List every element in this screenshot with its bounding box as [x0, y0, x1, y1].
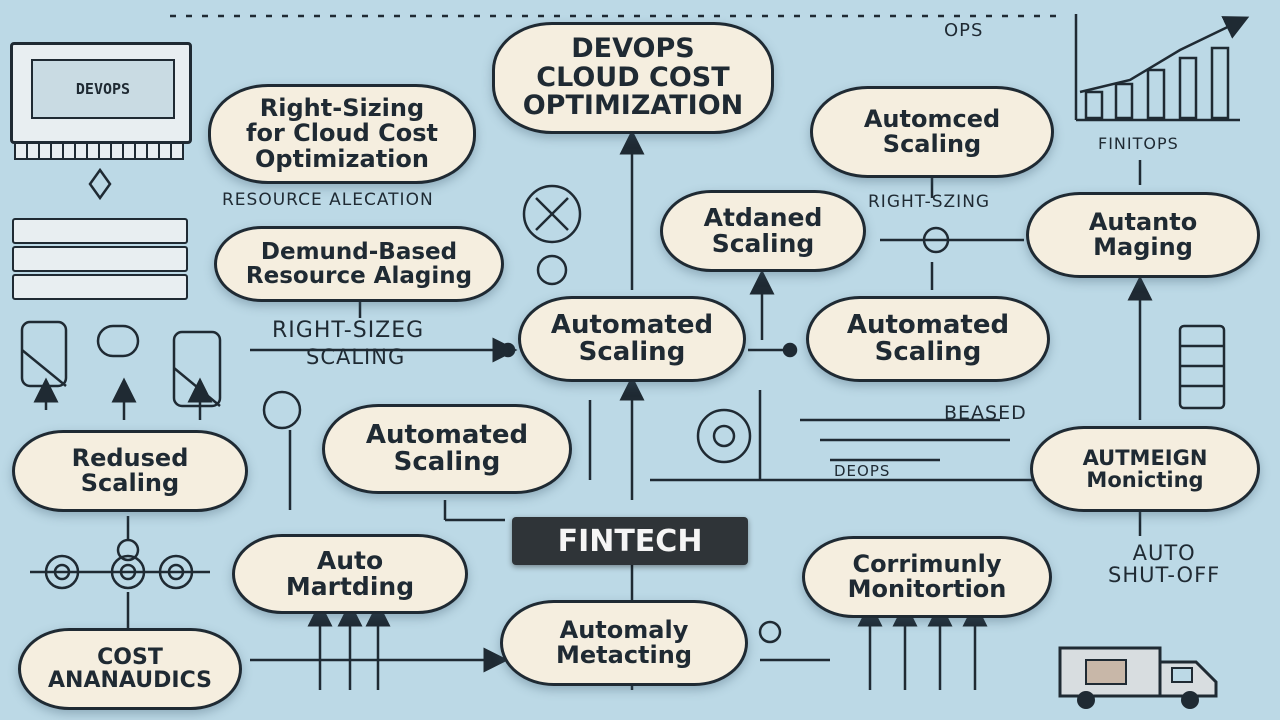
keyboard-icon — [14, 142, 184, 160]
monitor-screen-text: DEVOPS — [31, 59, 175, 119]
fintech-badge: FINTECH — [512, 517, 748, 565]
node-demand-based: Demund-Based Resource Alaging — [214, 226, 504, 302]
server-rack-icon — [12, 246, 188, 272]
node-autmeign-monicting: AUTMEIGN Monicting — [1030, 426, 1260, 512]
node-redused-scaling: Redused Scaling — [12, 430, 248, 512]
node-automaly-metacting: Automaly Metacting — [500, 600, 748, 686]
label-finitops: FINITOPS — [1098, 134, 1179, 153]
computer-monitor-icon: DEVOPS — [10, 42, 192, 144]
node-right-sizing: Right-Sizing for Cloud Cost Optimization — [208, 84, 476, 184]
server-rack-icon — [12, 274, 188, 300]
node-auto-marting: Auto Martding — [232, 534, 468, 614]
label-auto-shut-off: AUTO SHUT-OFF — [1108, 541, 1221, 588]
node-corrimunly-monitortion: Corrimunly Monitortion — [802, 536, 1052, 618]
label-deops: DEOPS — [834, 462, 891, 480]
node-autanto-maging: Autanto Maging — [1026, 192, 1260, 278]
node-atdaned-scaling: Atdaned Scaling — [660, 190, 866, 272]
label-right-szing: RIGHT-SZING — [868, 192, 991, 212]
label-resource-alecation: RESOURCE ALECATION — [222, 190, 434, 210]
label-ops: OPS — [944, 20, 984, 41]
node-automated-scaling-mid: Automated Scaling — [322, 404, 572, 494]
node-cost-anaudics: COST ANANAUDICS — [18, 628, 242, 710]
label-beased: BEASED — [944, 402, 1027, 424]
node-automated-scaling-center: Automated Scaling — [518, 296, 746, 382]
server-rack-icon — [12, 218, 188, 244]
node-automated-scaling-right: Automated Scaling — [806, 296, 1050, 382]
truck-icon — [1058, 646, 1218, 709]
label-scaling: SCALING — [306, 345, 406, 369]
label-right-sizeg: RIGHT-SIZEG — [272, 318, 425, 343]
node-automced-scaling: Automced Scaling — [810, 86, 1054, 178]
title-cloud: DEVOPS CLOUD COST OPTIMIZATION — [492, 22, 774, 134]
